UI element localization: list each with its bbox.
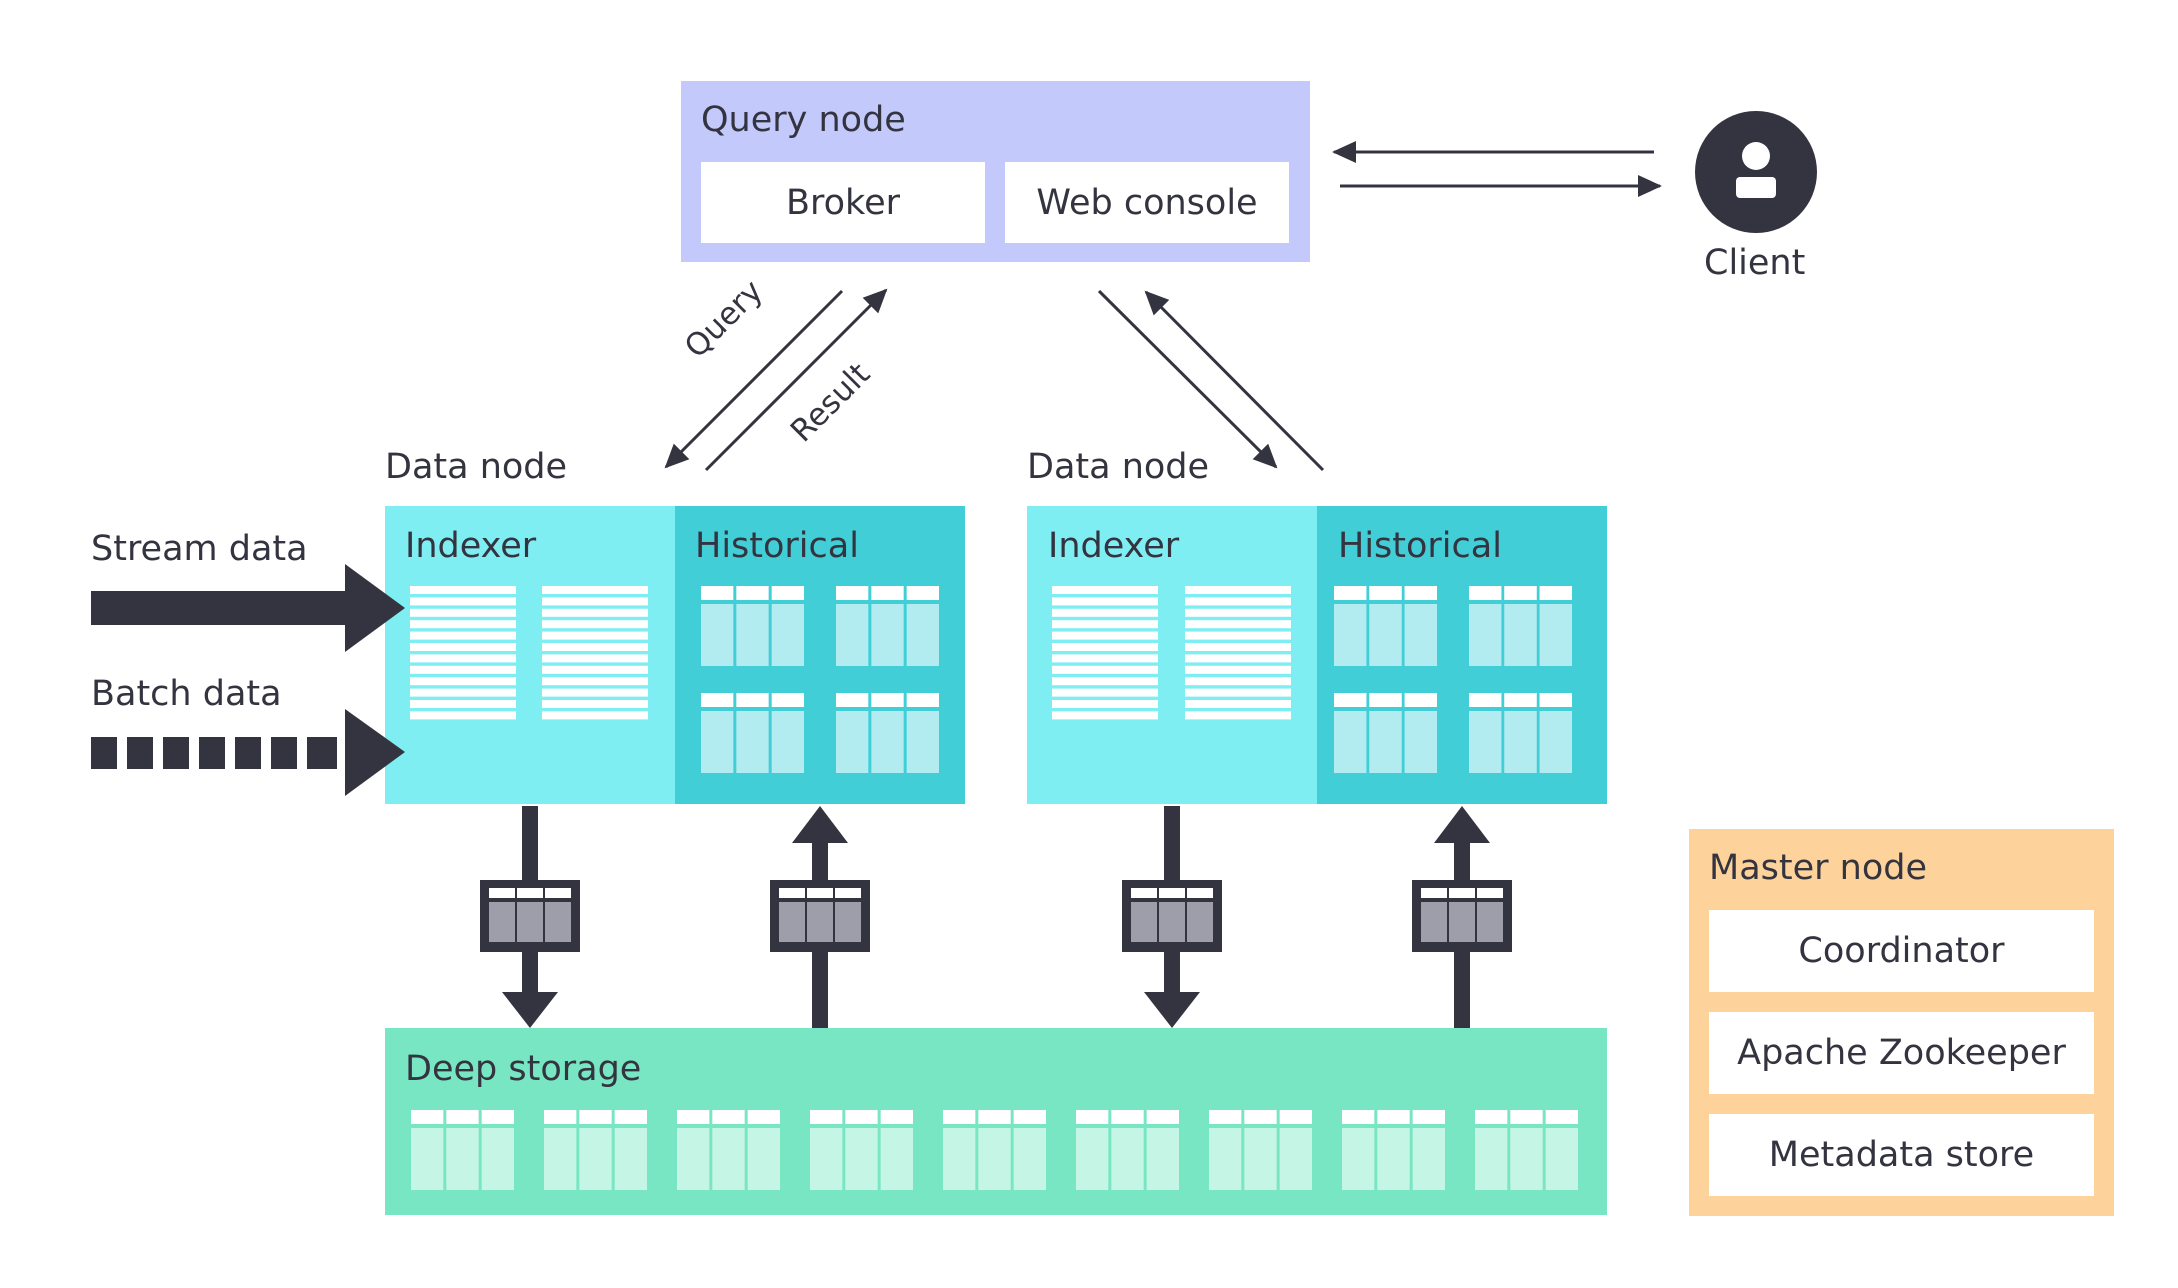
indexer-bar: [1052, 631, 1158, 640]
indexer-bar: [1185, 643, 1291, 651]
historical-segment-table: [1469, 693, 1572, 773]
indexer-bar: [542, 586, 648, 594]
client-icon: [1695, 111, 1817, 233]
deep-storage-segment-table: [943, 1110, 1046, 1190]
data-node-1-title: Data node: [385, 447, 568, 487]
indexer-bar: [1185, 608, 1291, 617]
indexer-bar: [410, 631, 516, 640]
data-node-2-title: Data node: [1027, 447, 1210, 487]
batch-data-label: Batch data: [91, 674, 282, 714]
historical-2-label: Historical: [1338, 526, 1502, 566]
indexer-bar: [1052, 677, 1158, 686]
indexer-bar: [410, 700, 516, 708]
client-query-arrows: [1332, 141, 1662, 197]
indexer-bar: [1052, 643, 1158, 651]
zookeeper-box: Apache Zookeeper: [1709, 1012, 2094, 1094]
deep-storage-segment-table: [810, 1110, 913, 1190]
deep-storage-segment-tables: [411, 1110, 1578, 1190]
indexer-bar: [542, 677, 648, 686]
indexer-bar: [410, 688, 516, 697]
indexer-bar: [1052, 688, 1158, 697]
indexer-bar: [410, 677, 516, 686]
query-result-arrows: [664, 288, 1325, 472]
historical-segment-table: [1334, 586, 1437, 666]
master-node: Master node Coordinator Apache Zookeeper…: [1689, 829, 2114, 1216]
indexer-bar: [1185, 688, 1291, 697]
indexer-bar: [1052, 620, 1158, 629]
indexer-bar: [1185, 700, 1291, 708]
indexer-bar: [1185, 654, 1291, 663]
query-node: Query node Broker Web console: [681, 81, 1310, 262]
master-node-title: Master node: [1709, 848, 1927, 888]
indexer-bar: [1052, 665, 1158, 674]
transfer-down-arrow: [1122, 806, 1222, 1028]
indexer-bar: [542, 643, 648, 651]
transfer-down-arrow: [480, 806, 580, 1028]
historical-segment-table: [836, 586, 939, 666]
indexer-bar: [542, 654, 648, 663]
indexer-bar: [1185, 677, 1291, 686]
indexer-bar: [410, 643, 516, 651]
segment-transfer-arrows: [480, 806, 1512, 1028]
indexer-bar: [410, 620, 516, 629]
historical-1-label: Historical: [695, 526, 859, 566]
metadata-store-box: Metadata store: [1709, 1114, 2094, 1196]
indexer-segment-bars: [410, 586, 1291, 720]
indexer-bar: [410, 608, 516, 617]
historical-segment-table: [1334, 693, 1437, 773]
deep-storage-segment-table: [1342, 1110, 1445, 1190]
indexer-bar: [542, 700, 648, 708]
indexer-bar: [1185, 711, 1291, 720]
indexer-bar: [542, 688, 648, 697]
deep-storage-segment-table: [544, 1110, 647, 1190]
indexer-1-label: Indexer: [405, 526, 537, 566]
indexer-bar: [410, 665, 516, 674]
query-node-title: Query node: [701, 100, 906, 140]
historical-segment-table: [836, 693, 939, 773]
transfer-up-arrow: [770, 806, 870, 1028]
historical-segment-tables: [701, 586, 1572, 773]
indexer-bar: [542, 665, 648, 674]
indexer-bar: [1052, 608, 1158, 617]
indexer-bar: [542, 608, 648, 617]
indexer-bar: [542, 620, 648, 629]
indexer-bar: [1185, 597, 1291, 606]
deep-storage-segment-table: [1475, 1110, 1578, 1190]
stream-data-arrow: [91, 564, 405, 652]
indexer-bar: [542, 631, 648, 640]
transfer-up-arrow: [1412, 806, 1512, 1028]
stream-data-label: Stream data: [91, 529, 308, 569]
client-label: Client: [1704, 243, 1806, 283]
historical-segment-table: [701, 693, 804, 773]
historical-segment-table: [1469, 586, 1572, 666]
indexer-bar: [410, 597, 516, 606]
indexer-bar: [1185, 665, 1291, 674]
deep-storage-segment-table: [677, 1110, 780, 1190]
deep-storage-title: Deep storage: [405, 1049, 642, 1089]
indexer-bar: [1185, 631, 1291, 640]
indexer-bar: [1185, 586, 1291, 594]
indexer-2-label: Indexer: [1048, 526, 1180, 566]
indexer-bar: [542, 711, 648, 720]
indexer-bar: [410, 654, 516, 663]
indexer-bar: [1185, 620, 1291, 629]
broker-box: Broker: [701, 162, 985, 243]
deep-storage-segment-table: [1076, 1110, 1179, 1190]
indexer-bar: [1052, 654, 1158, 663]
indexer-bar: [542, 597, 648, 606]
indexer-bar: [1052, 700, 1158, 708]
indexer-bar: [1052, 597, 1158, 606]
indexer-bar: [1052, 586, 1158, 594]
indexer-bar: [410, 586, 516, 594]
coordinator-box: Coordinator: [1709, 910, 2094, 992]
deep-storage-segment-table: [1209, 1110, 1312, 1190]
indexer-bar: [410, 711, 516, 720]
web-console-box: Web console: [1005, 162, 1289, 243]
deep-storage-segment-table: [411, 1110, 514, 1190]
batch-data-arrow: [91, 709, 405, 796]
historical-segment-table: [701, 586, 804, 666]
indexer-bar: [1052, 711, 1158, 720]
